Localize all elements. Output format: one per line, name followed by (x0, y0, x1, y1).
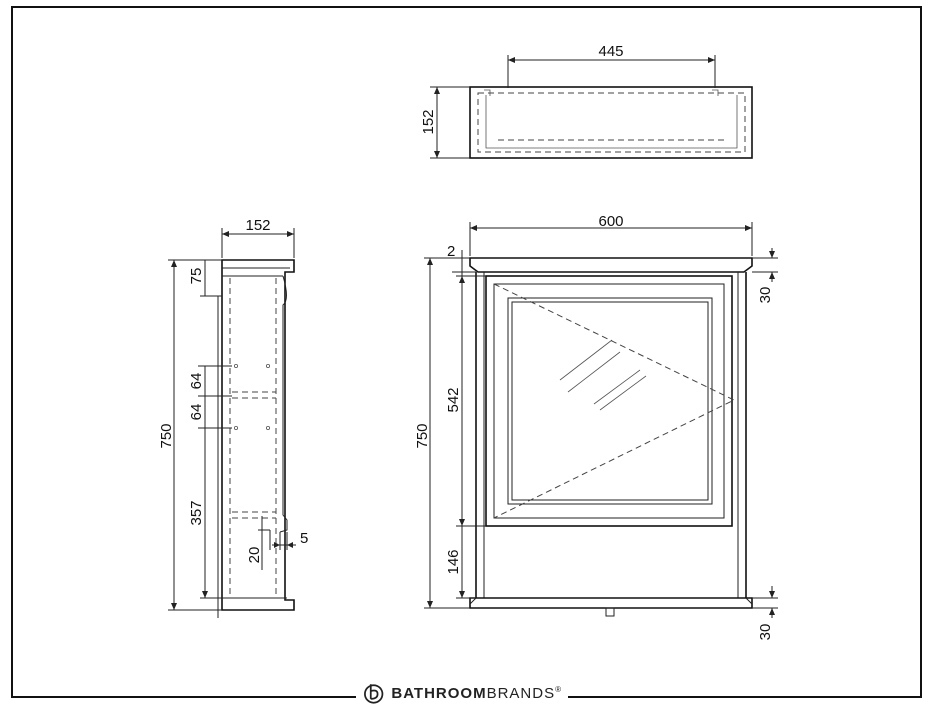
mirror-height-label: 542 (445, 387, 462, 412)
front-view-height-label: 750 (414, 423, 431, 448)
side-view-top-section-label: 75 (188, 268, 205, 285)
door-offset-label: 5 (300, 530, 308, 547)
drawing-border (11, 6, 922, 698)
brand-logo: BATHROOMBRANDS® (356, 680, 568, 706)
front-view-width-label: 600 (598, 213, 623, 230)
shelf-gap-lower-label: 64 (188, 404, 205, 421)
brand-name-light: BRANDS (486, 684, 556, 702)
brand-name: BATHROOMBRANDS® (391, 685, 562, 702)
top-view: 445 152 (420, 43, 753, 159)
cornice-height-label: 30 (757, 287, 774, 304)
side-view-plinth-label: 20 (246, 547, 263, 564)
brand-registered-mark: ® (555, 684, 562, 694)
plinth-height-label: 30 (757, 624, 774, 641)
b-logo-icon (364, 684, 384, 704)
base-section-label: 146 (445, 549, 462, 574)
front-view-top-gap-label: 2 (447, 243, 455, 260)
shelf-gap-upper-label: 64 (188, 373, 205, 390)
side-view-lower-section-label: 357 (188, 500, 205, 525)
side-view-height-label: 750 (158, 423, 175, 448)
brand-name-bold: BATHROOM (391, 684, 487, 702)
side-view-depth-label: 152 (245, 217, 270, 234)
side-view: 152 750 75 64 64 357 20 5 (158, 217, 308, 618)
front-view: 600 2 750 542 146 30 30 (414, 213, 778, 640)
top-view-width-label: 445 (598, 43, 623, 60)
top-view-depth-label: 152 (420, 109, 437, 134)
